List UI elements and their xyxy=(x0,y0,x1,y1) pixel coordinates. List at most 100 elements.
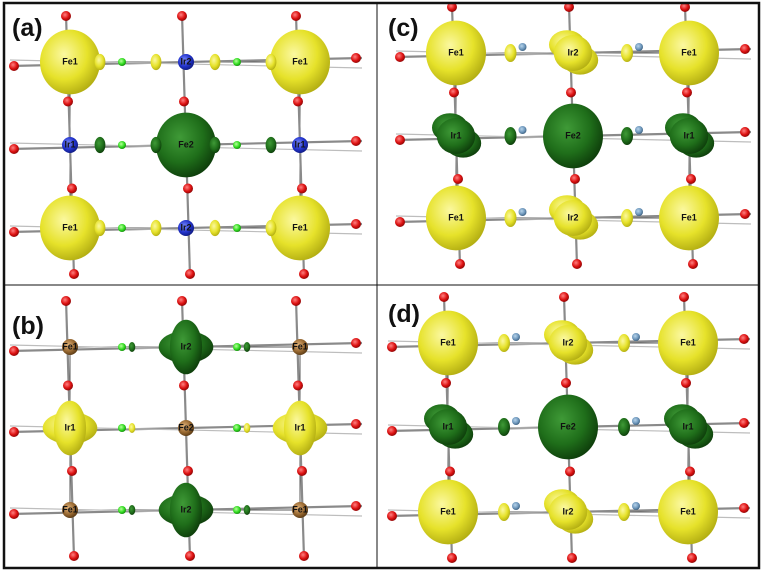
atom-label: Ir2 xyxy=(562,506,573,516)
small-atom xyxy=(233,424,241,432)
atom-label: Ir2 xyxy=(180,504,191,514)
small-lobe xyxy=(209,219,221,237)
small-lobe xyxy=(94,136,106,154)
oxygen-atom xyxy=(291,11,301,21)
oxygen-atom xyxy=(63,380,73,391)
atom-label: Fe1 xyxy=(62,504,78,514)
small-lobe xyxy=(243,342,251,352)
small-atom xyxy=(632,417,640,425)
small-atom xyxy=(518,43,527,51)
atom-fe1: Fe1 xyxy=(40,195,100,261)
atom-label: Ir2 xyxy=(562,337,573,347)
small-lobe xyxy=(209,136,221,154)
panel-label-c: (c) xyxy=(388,14,419,42)
atom-label: Ir1 xyxy=(442,421,453,431)
oxygen-atom xyxy=(439,292,449,302)
small-lobe xyxy=(265,53,277,71)
small-lobe xyxy=(150,136,162,154)
atom-label: Fe1 xyxy=(680,337,696,347)
atom-label: Fe1 xyxy=(448,212,464,222)
small-lobe xyxy=(498,334,510,352)
oxygen-atom xyxy=(445,466,455,477)
atom-fe1: Fe1 xyxy=(418,310,478,376)
atom-ir2: Ir2 xyxy=(178,54,194,70)
oxygen-atom xyxy=(351,136,361,146)
atom-fe1: Fe1 xyxy=(426,20,486,86)
small-atom xyxy=(512,333,520,341)
oxygen-atom xyxy=(564,2,574,12)
oxygen-atom xyxy=(453,174,463,184)
oxygen-atom xyxy=(395,217,405,227)
atom-label: Ir1 xyxy=(294,422,305,432)
oxygen-atom xyxy=(740,44,750,54)
small-lobe xyxy=(498,503,510,521)
oxygen-atom xyxy=(69,551,79,561)
atom-label: Fe1 xyxy=(440,337,456,347)
small-atom xyxy=(233,224,241,232)
small-atom xyxy=(632,333,640,341)
ion-sphere xyxy=(292,137,308,153)
oxygen-atom xyxy=(680,2,690,12)
small-atom xyxy=(118,424,126,432)
oxygen-atom xyxy=(447,2,457,12)
small-lobe xyxy=(621,127,633,145)
atom-fe1: Fe1 xyxy=(658,310,718,376)
small-lobe xyxy=(621,209,633,227)
oxygen-atom xyxy=(177,11,187,21)
ion-sphere xyxy=(62,502,78,518)
atom-ir1: Ir1 xyxy=(424,404,474,449)
atom-ir2: Ir2 xyxy=(549,30,599,75)
atom-fe1: Fe1 xyxy=(659,20,719,86)
small-lobe xyxy=(618,418,630,436)
minor-density xyxy=(94,53,277,237)
atom-ir2: Ir2 xyxy=(178,220,194,236)
oxygen-atom xyxy=(387,342,397,352)
small-atom xyxy=(118,343,126,351)
small-atom xyxy=(118,58,126,66)
oxygen-atom xyxy=(387,511,397,521)
oxygen-atom xyxy=(291,296,301,306)
atom-label: Fe1 xyxy=(62,222,78,232)
oxygen-atom xyxy=(441,378,451,388)
oxygen-atom xyxy=(9,509,19,519)
oxygen-atom xyxy=(179,380,189,391)
small-lobe xyxy=(94,219,106,237)
atom-ir2: Ir2 xyxy=(544,489,594,534)
small-lobe xyxy=(128,505,136,515)
atom-label: Ir1 xyxy=(682,421,693,431)
atom-fe1: Fe1 xyxy=(418,479,478,545)
atom-label: Ir1 xyxy=(450,130,461,140)
atom-ir2: Ir2 xyxy=(544,320,594,365)
oxygen-atom xyxy=(67,183,77,194)
atom-label: Fe2 xyxy=(178,139,194,149)
atom-label: Fe1 xyxy=(448,47,464,57)
oxygen-atom xyxy=(387,426,397,436)
oxygen-atom xyxy=(447,553,457,563)
ion-sphere xyxy=(62,339,78,355)
oxygen-atom xyxy=(185,269,195,279)
small-lobe xyxy=(504,209,517,227)
small-lobe xyxy=(504,127,517,145)
oxygen-atom xyxy=(682,87,692,98)
atom-label: Fe1 xyxy=(62,341,78,351)
atom-fe1: Fe1 xyxy=(292,339,308,355)
ion-sphere xyxy=(178,220,194,236)
small-atom xyxy=(635,208,643,216)
atom-label: Ir1 xyxy=(64,139,75,149)
oxygen-atom xyxy=(67,466,77,476)
small-atom xyxy=(118,506,126,514)
atom-ir2: Ir2 xyxy=(158,482,214,538)
oxygen-atom xyxy=(297,466,307,476)
oxygen-atom xyxy=(299,269,309,279)
oxygen-atom xyxy=(61,11,71,21)
oxygen-atom xyxy=(561,378,571,388)
small-atom xyxy=(233,58,241,66)
small-atom xyxy=(233,506,241,514)
small-atom xyxy=(512,502,520,510)
atom-fe1: Fe1 xyxy=(270,195,330,261)
small-lobe xyxy=(618,334,630,352)
oxygen-atom xyxy=(293,96,303,107)
atom-label: Fe1 xyxy=(292,341,308,351)
small-lobe xyxy=(621,44,633,62)
